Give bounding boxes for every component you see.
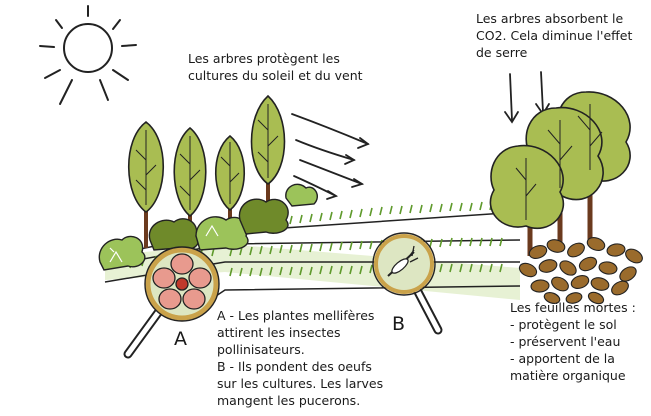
caption-protect-crops: Les arbres protègent les cultures du sol… bbox=[188, 50, 363, 84]
caption-line: CO2. Cela diminue l'effet bbox=[476, 27, 632, 44]
magnifier-b-label: B bbox=[392, 313, 405, 335]
caption-pollinators: A - Les plantes mellifères attirent les … bbox=[217, 307, 383, 409]
caption-line: Les feuilles mortes : bbox=[510, 299, 636, 316]
caption-line: matière organique bbox=[510, 367, 636, 384]
sun-icon bbox=[40, 6, 136, 104]
caption-line: - protègent le sol bbox=[510, 316, 636, 333]
leaf-litter bbox=[517, 235, 644, 306]
caption-line: sur les cultures. Les larves bbox=[217, 375, 383, 392]
caption-line: Les arbres protègent les bbox=[188, 50, 363, 67]
caption-line: - apportent de la bbox=[510, 350, 636, 367]
caption-line: - préservent l'eau bbox=[510, 333, 636, 350]
caption-line: attirent les insectes bbox=[217, 324, 383, 341]
caption-line: pollinisateurs. bbox=[217, 341, 383, 358]
caption-line: cultures du soleil et du vent bbox=[188, 67, 363, 84]
caption-line: mangent les pucerons. bbox=[217, 392, 383, 409]
magnifier-a-label: A bbox=[174, 328, 187, 350]
caption-co2: Les arbres absorbent le CO2. Cela diminu… bbox=[476, 10, 632, 61]
caption-dead-leaves: Les feuilles mortes : - protègent le sol… bbox=[510, 299, 636, 384]
caption-line: A - Les plantes mellifères bbox=[217, 307, 383, 324]
caption-line: Les arbres absorbent le bbox=[476, 10, 632, 27]
caption-line: B - Ils pondent des oeufs bbox=[217, 358, 383, 375]
caption-line: de serre bbox=[476, 44, 632, 61]
